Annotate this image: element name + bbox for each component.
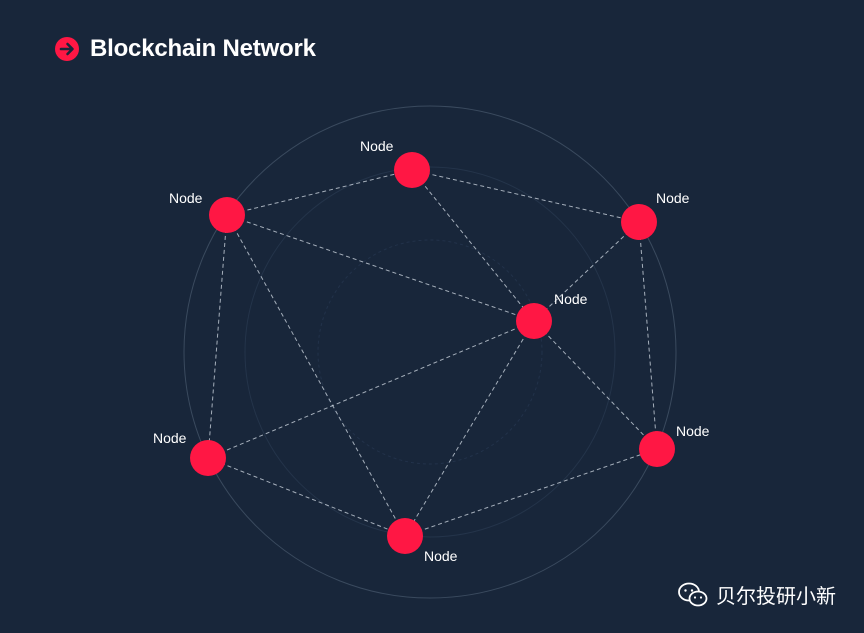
edges [207, 169, 658, 537]
edge-n-bottom-n-right [404, 448, 658, 537]
edge-n-center-n-left [207, 320, 535, 459]
edge-n-center-n-right [533, 320, 658, 450]
node-n-top [394, 152, 430, 188]
watermark: 贝尔投研小新 [678, 580, 836, 609]
node-n-bottom [387, 518, 423, 554]
edge-n-top-left-n-center [226, 214, 535, 322]
node-label-n-right: Node [676, 423, 710, 439]
edge-n-top-right-n-center [533, 221, 640, 322]
outer-ring [183, 105, 677, 599]
edge-n-top-n-center [411, 169, 535, 322]
node-label-n-center: Node [554, 291, 588, 307]
node-n-center [516, 303, 552, 339]
node-n-right [639, 431, 675, 467]
inner-ring [244, 166, 616, 538]
header: Blockchain Network [54, 36, 316, 62]
node-n-top-right [621, 204, 657, 240]
core-ring [317, 239, 543, 465]
arrow-right-circle-icon [54, 36, 80, 62]
node-label-n-top-left: Node [169, 190, 203, 206]
node-label-n-top-right: Node [656, 190, 690, 206]
edge-n-top-left-n-left [207, 214, 228, 459]
watermark-text: 贝尔投研小新 [716, 584, 836, 608]
edge-n-top-left-n-bottom [226, 214, 406, 537]
edge-n-top-left-n-top [226, 169, 413, 216]
edge-n-top-right-n-right [638, 221, 658, 450]
edge-n-left-n-bottom [207, 457, 406, 537]
node-label-n-bottom: Node [424, 548, 458, 564]
node-n-top-left [209, 197, 245, 233]
node-label-n-top: Node [360, 138, 394, 154]
edge-n-top-n-top-right [411, 169, 640, 223]
page-title: Blockchain Network [90, 35, 316, 62]
node-n-left [190, 440, 226, 476]
node-label-n-left: Node [153, 430, 187, 446]
edge-n-center-n-bottom [404, 320, 535, 537]
background-rings [183, 105, 677, 599]
wechat-icon [678, 582, 708, 608]
